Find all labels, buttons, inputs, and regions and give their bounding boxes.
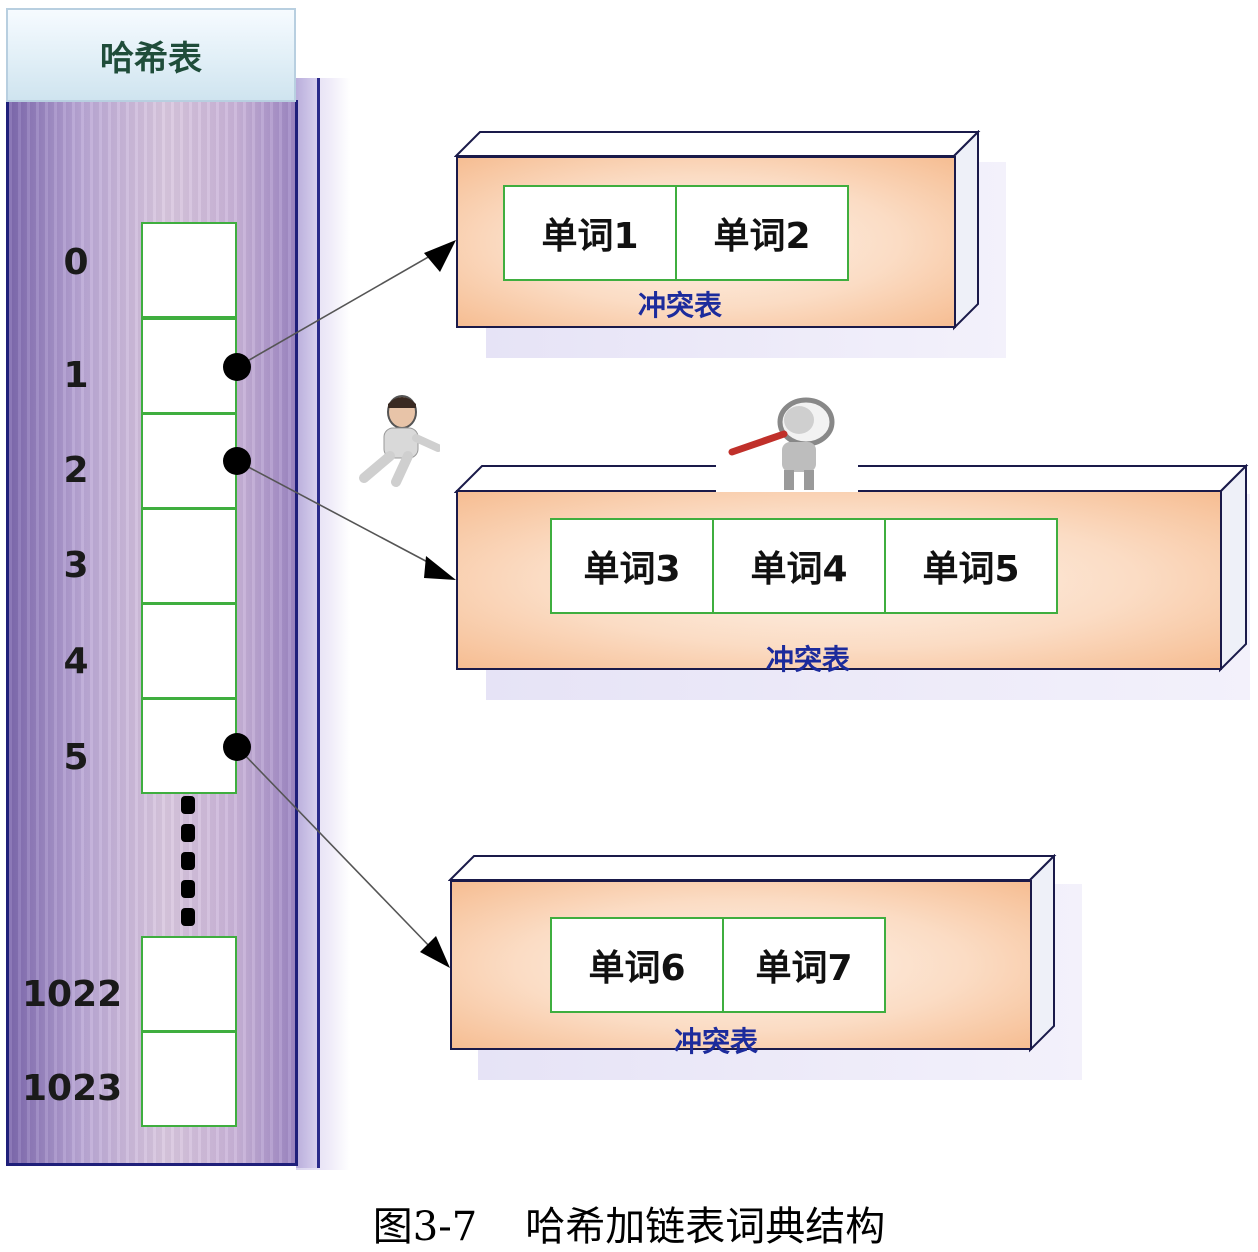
pointer-line-1 [236,251,438,368]
word-cell: 单词1 [503,185,677,281]
index-label-1022: 1022 [22,974,123,1015]
ellipsis-dot [181,908,195,926]
ellipsis-dot [181,880,195,898]
index-label-0: 0 [63,242,89,283]
index-label-3: 3 [63,545,89,586]
hash-slot-2 [141,413,237,509]
ellipsis-dot [181,852,195,870]
hash-slot-0 [141,222,237,318]
index-label-1023: 1023 [22,1068,123,1109]
hash-slot-3 [141,508,237,604]
word-cell: 单词6 [550,917,724,1013]
pointer-dot-5 [223,733,251,761]
collision-table-label: 冲突表 [637,289,722,322]
word-cell: 单词5 [886,518,1058,614]
hash-slot-4 [141,603,237,699]
figure-number: 图3-7 [372,1204,478,1250]
hash-slot-5 [141,698,237,794]
arrowhead-icon [424,240,456,272]
hash-table-title: 哈希表 [6,8,296,102]
collision-table-label: 冲突表 [673,1025,758,1058]
collision-table-1-frame [454,130,981,331]
hash-column-side-face [296,78,320,1168]
word-cell: 单词7 [724,917,886,1013]
index-label-1: 1 [63,355,89,396]
ellipsis-dot [181,796,195,814]
magnifier-person-icon [728,397,835,490]
ellipsis-dot [181,824,195,842]
index-label-4: 4 [63,641,89,682]
pointer-dot-1 [223,353,251,381]
hash-slot-1022 [141,936,237,1032]
index-label-5: 5 [63,737,89,778]
pointer-line-2 [236,460,438,568]
collision-table-3-frame [448,854,1057,1053]
pointer-line-3 [236,746,434,951]
arrowhead-icon [424,556,456,580]
collision-table-label: 冲突表 [765,643,850,676]
arrowhead-icon [420,936,450,968]
collision-table-1-row: 单词1 单词2 [503,185,849,281]
hash-slot-1023 [141,1031,237,1127]
word-cell: 单词2 [677,185,849,281]
collision-table-3-row: 单词6 单词7 [550,917,886,1013]
index-label-2: 2 [63,450,89,491]
figure-caption: 图3-7 哈希加链表词典结构 [0,1194,1258,1252]
word-cell: 单词3 [550,518,714,614]
pointer-dot-2 [223,447,251,475]
pointing-person-icon [359,395,440,487]
word-cell: 单词4 [714,518,886,614]
collision-table-2-row: 单词3 单词4 单词5 [550,518,1058,614]
figure-title: 哈希加链表词典结构 [525,1204,886,1250]
